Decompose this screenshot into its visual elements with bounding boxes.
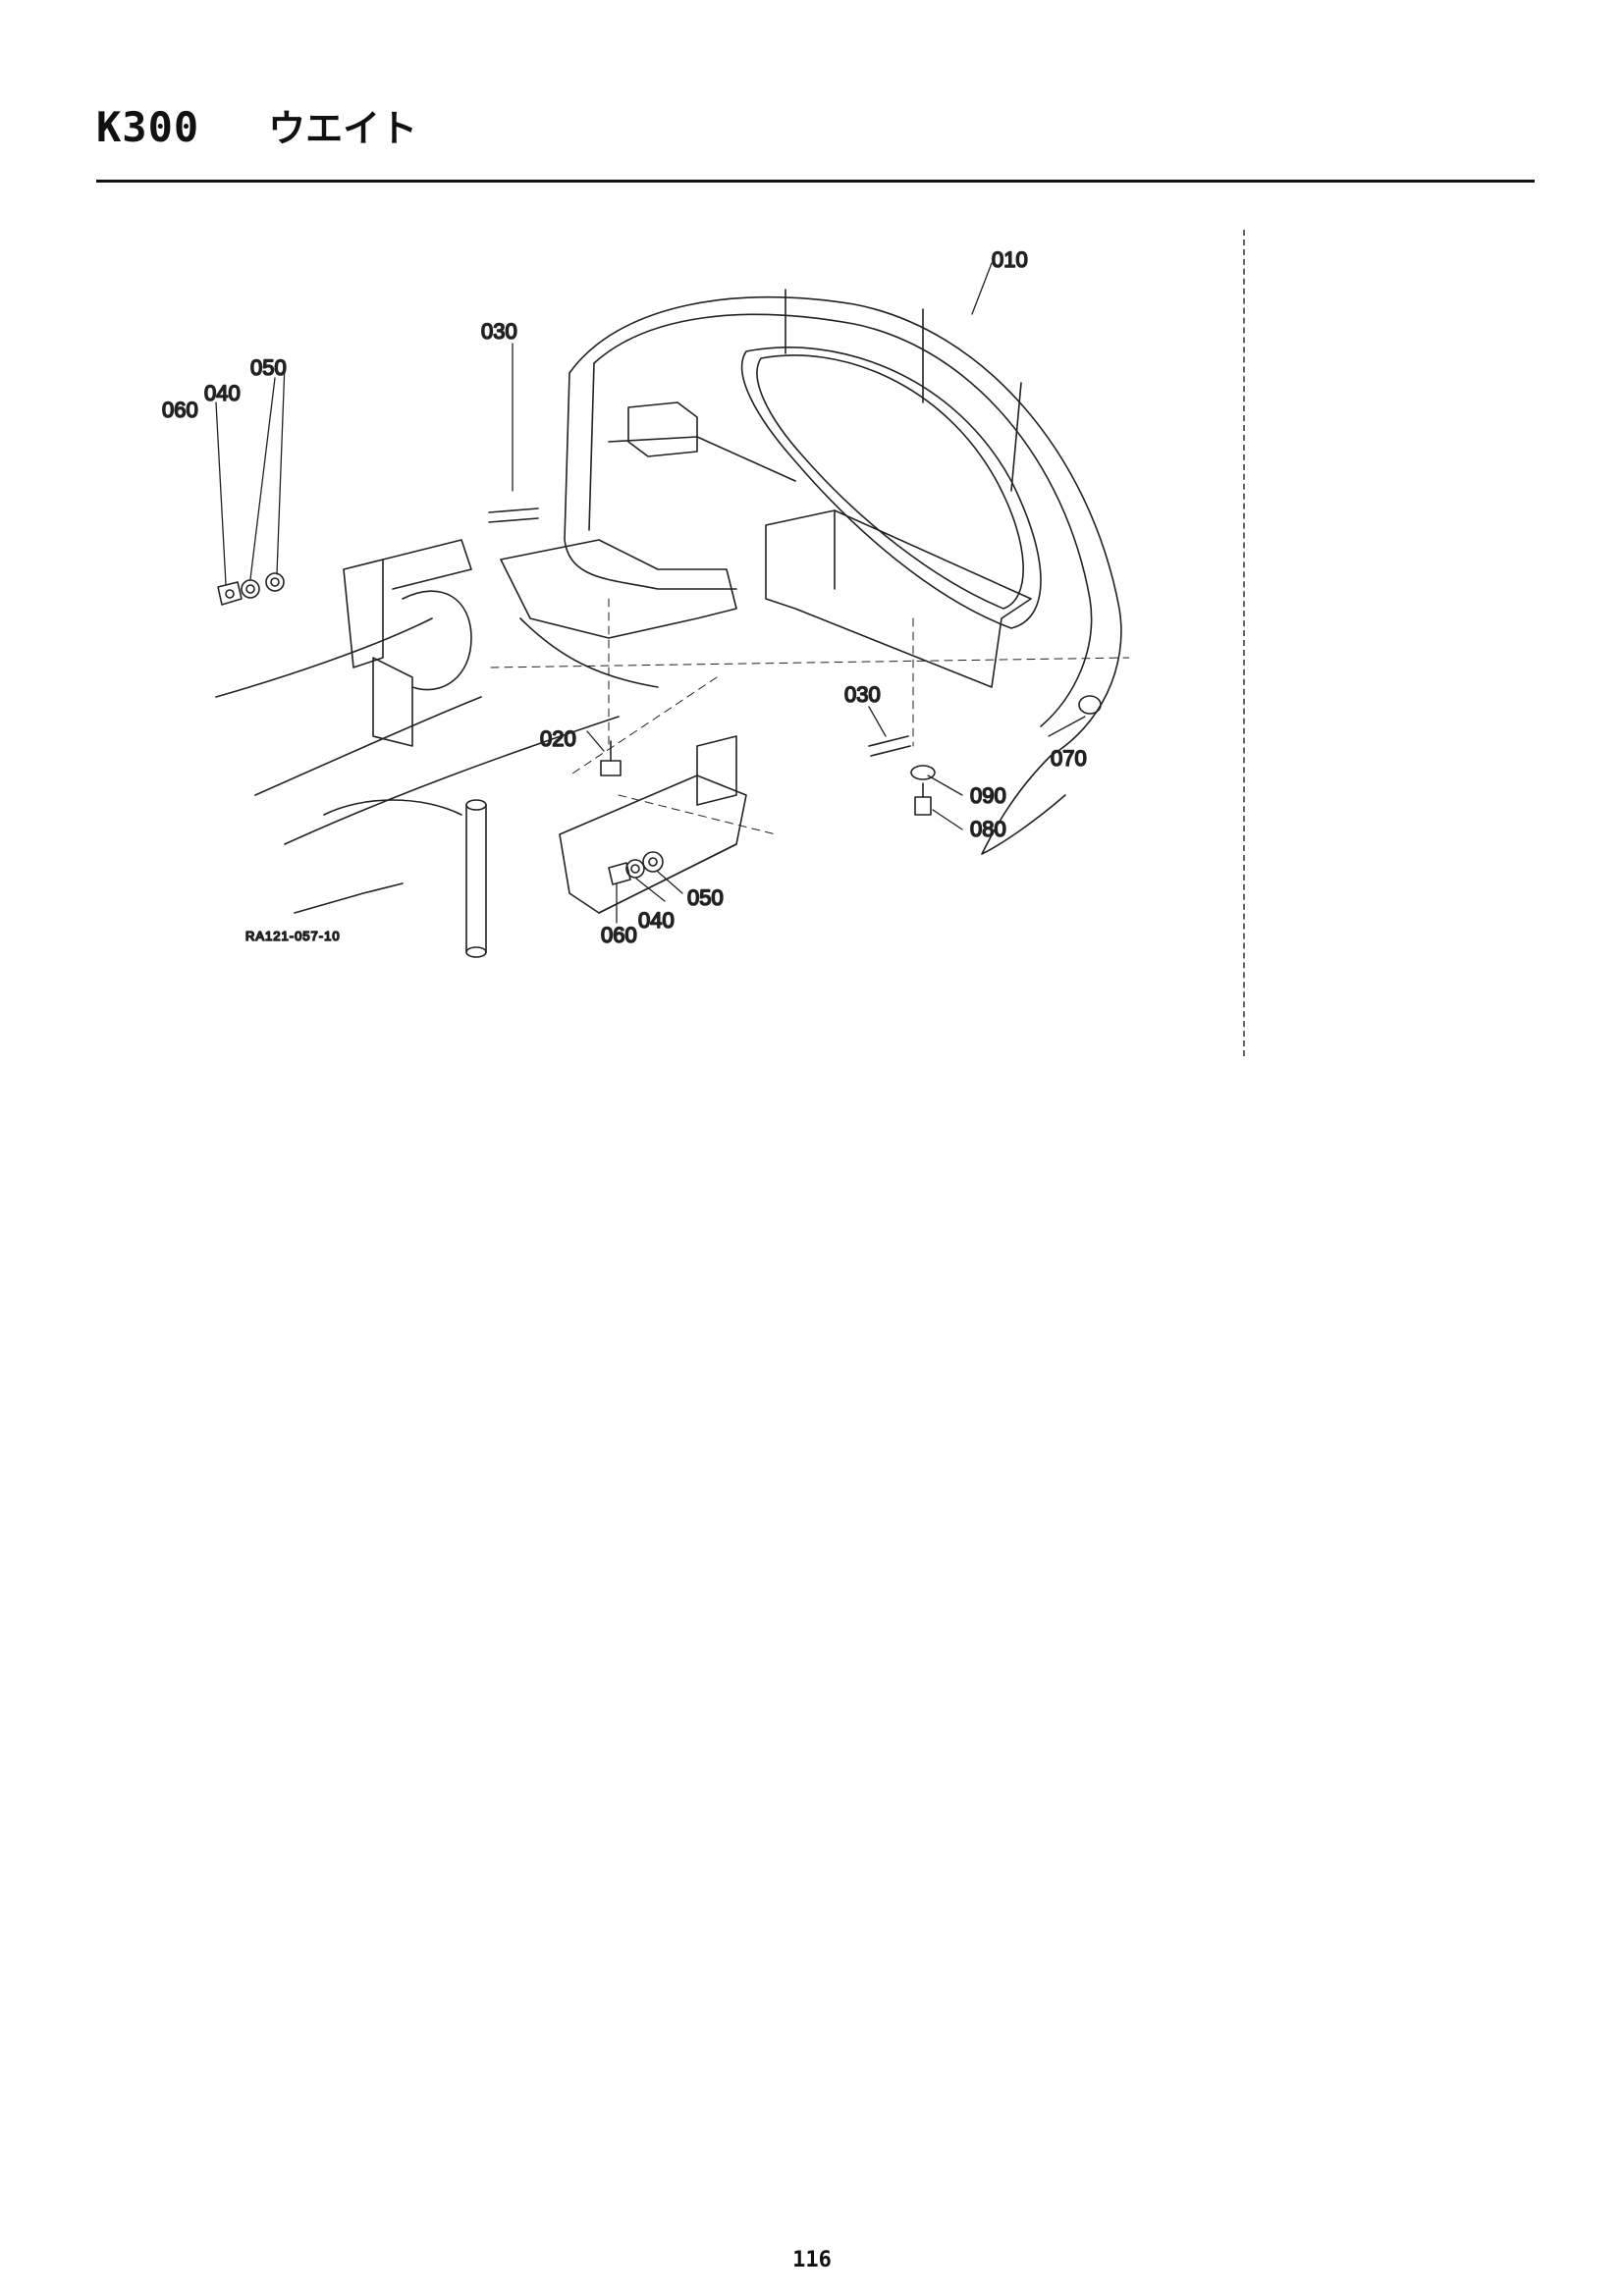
page-header: K300 ウエイト (96, 98, 417, 152)
callout-050-lower: 050 (687, 885, 724, 910)
leader-lines (215, 262, 1086, 924)
column-divider (1243, 230, 1245, 1056)
page-number: 116 (792, 2248, 832, 2272)
exploded-view-drawing: 010 030 050 040 060 020 030 070 090 080 … (161, 246, 1129, 958)
callout-090: 090 (970, 783, 1006, 808)
callout-030-upper: 030 (481, 319, 517, 344)
callout-080: 080 (970, 817, 1006, 841)
callout-030-lower: 030 (844, 682, 881, 707)
callout-040-left: 040 (204, 381, 241, 405)
parts-diagram: 010 030 050 040 060 020 030 070 090 080 … (147, 245, 1129, 1050)
header-rule (96, 180, 1535, 183)
callout-050-left: 050 (250, 355, 287, 380)
figure-code: RA121-057-10 (245, 929, 341, 943)
section-title: ウエイト (268, 107, 418, 150)
frame-shape (215, 539, 1129, 958)
model-code: K300 (96, 103, 200, 151)
callout-010: 010 (992, 247, 1028, 272)
counterweight-shape (564, 289, 1122, 855)
callout-040-lower: 040 (638, 908, 675, 933)
callout-060-left: 060 (162, 398, 198, 422)
callout-020: 020 (540, 726, 576, 751)
fastener-shapes (217, 507, 1102, 885)
callout-060-lower: 060 (601, 923, 637, 947)
callout-070: 070 (1051, 746, 1087, 771)
